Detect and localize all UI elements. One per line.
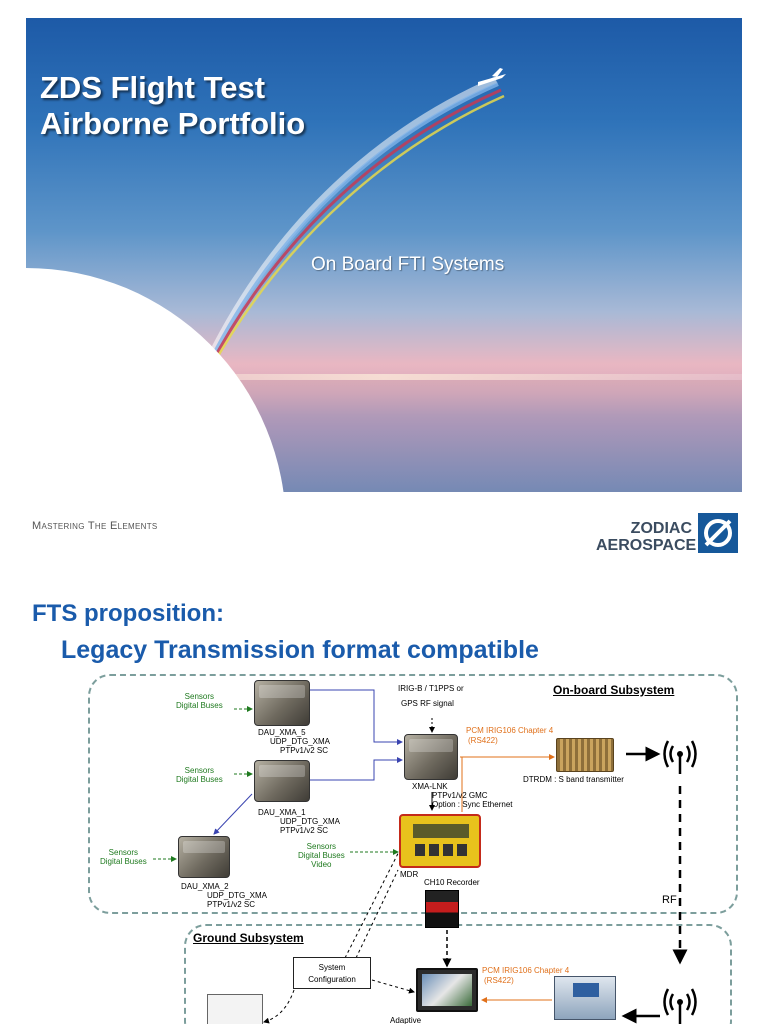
rf-label: RF [662, 894, 677, 906]
adaptive-label: Adaptive [390, 1016, 422, 1024]
ground-monitor-device [207, 994, 263, 1024]
title-line-1: ZDS Flight Test [40, 70, 266, 105]
dau-xma-1-device [254, 760, 310, 802]
airplane-icon [478, 68, 506, 86]
company-tagline: Mastering The Elements [32, 520, 158, 532]
ch10-label: CH10 Recorder [424, 878, 480, 887]
slide2-title-line1: FTS proposition: [32, 600, 224, 627]
connection-lines [153, 689, 688, 1024]
mdr-label: MDR [400, 870, 419, 879]
title-line-2: Airborne Portfolio [40, 106, 306, 141]
logo-line-1: ZODIAC [630, 520, 692, 537]
xma-lnk-label: XMA-LNK PTPv1/v2 GMC Option : Sync Ether… [412, 782, 513, 809]
hero-image [26, 18, 742, 492]
dau-xma-5-device [254, 680, 310, 726]
onboard-subsystem-panel [88, 674, 738, 914]
antenna-icon [663, 740, 697, 774]
onboard-subsystem-label: On-board Subsystem [553, 683, 675, 697]
pcm-onboard-label: PCM IRIG106 Chapter 4 (RS422) [466, 726, 554, 745]
zodiac-logo-icon [698, 513, 738, 553]
xma-lnk-device [404, 734, 458, 780]
airplane-trail [200, 68, 506, 372]
architecture-slide: FTS proposition: Legacy Transmission for… [0, 570, 768, 1024]
slide-title: ZDS Flight Test Airborne Portfolio [40, 70, 305, 142]
dau1-label: DAU_XMA_1 UDP_DTG_XMA PTPv1/v2 SC [258, 808, 341, 835]
compactflash-card-icon [425, 890, 459, 928]
dtrdm-transmitter-device [556, 738, 614, 772]
ground-laptop-device [416, 968, 478, 1012]
irig-label-2: GPS RF signal [401, 699, 454, 708]
ground-antenna-icon [663, 988, 697, 1024]
irig-label-1: IRIG-B / T1PPS or [398, 684, 464, 693]
dau-xma-2-device [178, 836, 230, 878]
dtrdm-label: DTRDM : S band transmitter [523, 775, 624, 784]
title-slide: ZDS Flight Test Airborne Portfolio On Bo… [26, 18, 742, 554]
pcm-ground-label: PCM IRIG106 Chapter 4 (RS422) [482, 966, 570, 985]
sysconf-line-2: Configuration [308, 975, 356, 984]
sysconf-line-1: System [318, 963, 346, 972]
horizon-lights [26, 374, 742, 380]
dau2-label: DAU_XMA_2 UDP_DTG_XMA PTPv1/v2 SC [181, 882, 268, 909]
slide2-title-line2: Legacy Transmission format compatible [61, 636, 539, 664]
system-configuration-box: System Configuration [293, 957, 371, 989]
logo-line-2: AEROSPACE [596, 537, 697, 554]
mdr-recorder-device [399, 814, 481, 868]
company-logo-text: ZODIAC AEROSPACE [596, 520, 697, 554]
ground-subsystem-label: Ground Subsystem [193, 931, 304, 945]
dau5-label: DAU_XMA_5 UDP_DTG_XMA PTPv1/v2 SC [258, 728, 331, 755]
ground-receiver-device [554, 976, 616, 1020]
slide-subtitle: On Board FTI Systems [311, 254, 505, 275]
